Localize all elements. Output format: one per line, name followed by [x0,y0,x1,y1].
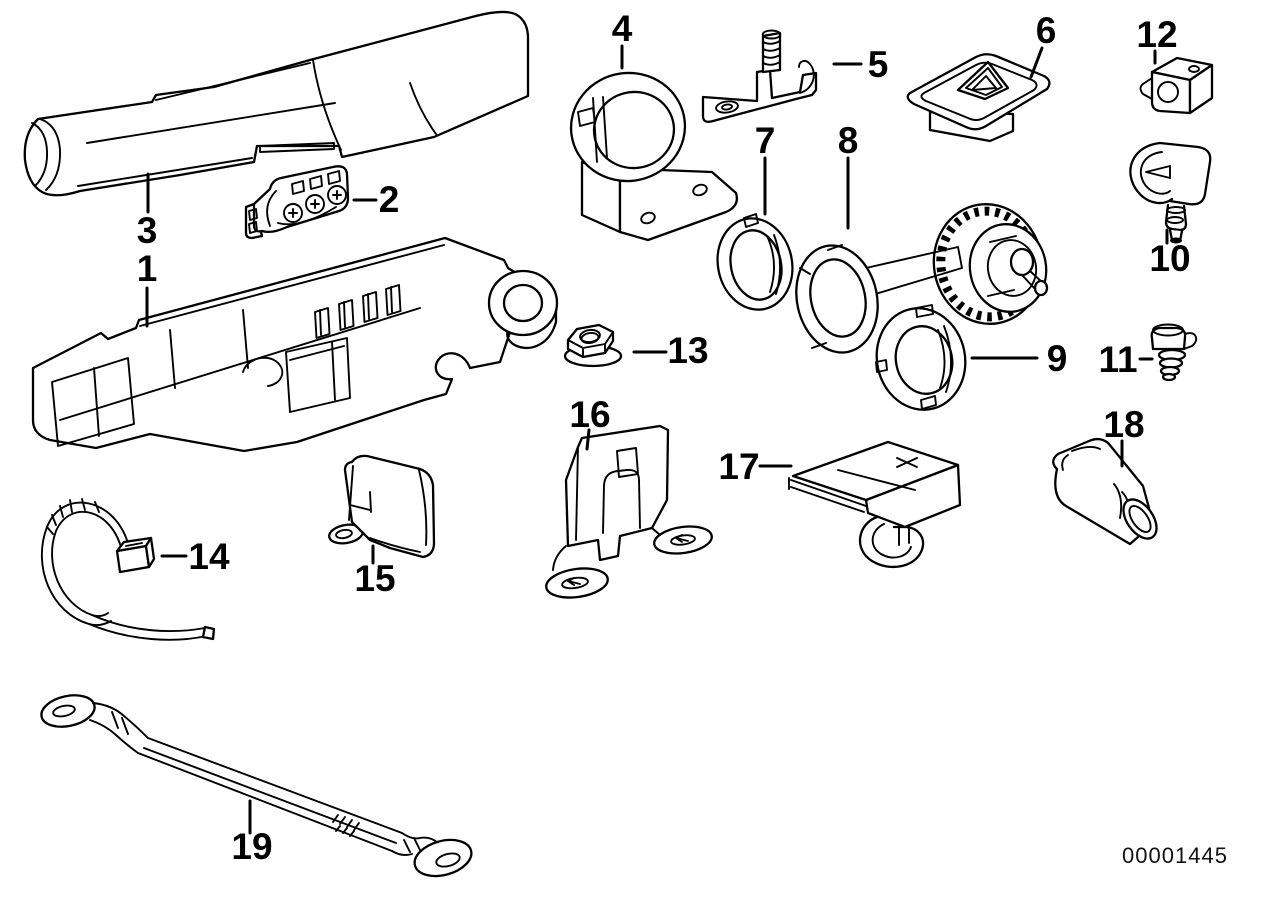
part-5-stud-bracket [701,29,818,123]
part-16-upright-bracket [545,424,713,599]
part-label-18: 18 [1103,404,1144,445]
part-label-12: 12 [1136,14,1177,55]
part-label-10: 10 [1149,238,1190,279]
part-11-screw-clip [1150,323,1198,382]
part-6-mount-plate [906,53,1051,143]
part-label-4: 4 [612,8,633,49]
part-label-15: 15 [354,558,395,599]
part-label-11: 11 [1098,339,1137,380]
part-15-end-cover [328,454,436,559]
part-10-nozzle-clip [1129,141,1212,244]
part-label-2: 2 [379,179,400,220]
part-label-8: 8 [838,120,859,161]
part-14-cable-tie [40,498,216,641]
part-label-14: 14 [188,536,230,577]
part-1-lower-channel [31,236,559,453]
part-12-block-holder [1139,56,1214,115]
part-label-9: 9 [1047,338,1068,379]
part-label-5: 5 [868,44,889,85]
part-label-16: 16 [569,394,610,435]
part-9-ring-nut [875,304,967,411]
diagram-code: 00001445 [1122,843,1228,868]
part-8-socket-assembly [795,203,1049,354]
part-label-7: 7 [755,120,776,161]
leader-line-6 [1029,46,1044,79]
part-7-threaded-ring [716,213,794,311]
part-13-hex-nut [563,323,623,368]
part-18-rubber-boot [1052,437,1158,546]
part-label-3: 3 [137,210,158,251]
part-4-clamp-bracket [569,71,739,242]
leader-line-16 [585,428,591,451]
part-19-ground-strap [40,694,473,878]
part-2-connector-strip [244,165,350,240]
part-label-1: 1 [137,248,158,289]
part-label-17: 17 [718,446,759,487]
part-17-clip-cover [788,440,962,569]
part-label-13: 13 [667,330,708,371]
part-label-6: 6 [1036,10,1057,51]
part-3-upper-cover [23,10,530,197]
part-label-19: 19 [231,826,272,867]
